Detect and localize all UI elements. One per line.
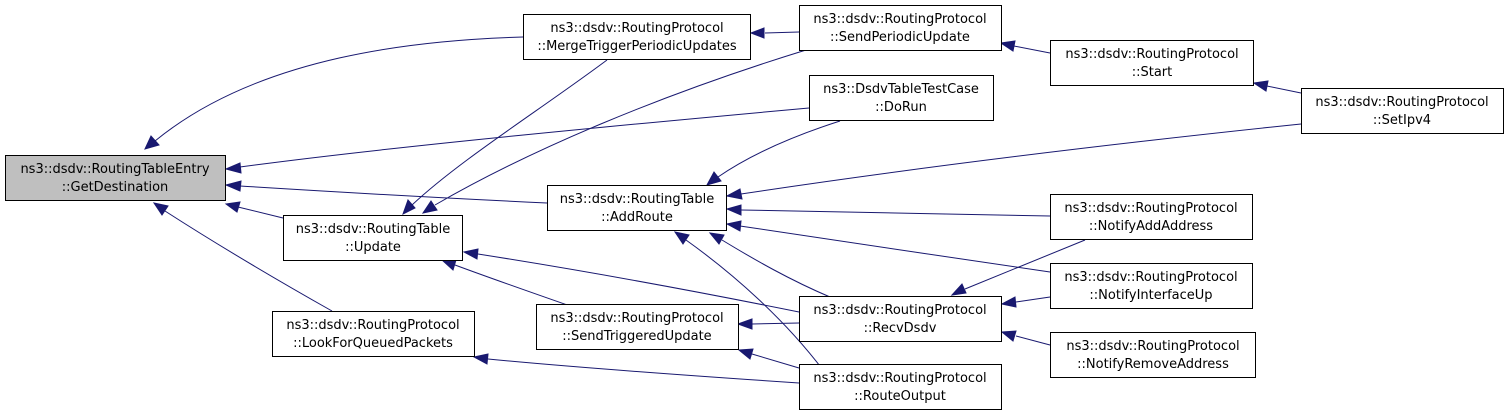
node-line1: ns3::dsdv::RoutingProtocol — [1064, 201, 1237, 216]
node-routingtable-addroute[interactable]: ns3::dsdv::RoutingTable ::AddRoute — [547, 185, 727, 231]
edge-notifyremove-to-recvdsdv — [1000, 330, 1051, 346]
edge-dorun-to-getdest — [224, 107, 810, 174]
node-line1: ns3::dsdv::RoutingProtocol — [813, 371, 986, 386]
node-routingprotocol-start[interactable]: ns3::dsdv::RoutingProtocol ::Start — [1050, 40, 1254, 86]
node-line2: ::Update — [345, 240, 401, 255]
edge-notifyup-to-recvdsdv — [1000, 296, 1051, 308]
node-routingprotocol-routeoutput[interactable]: ns3::dsdv::RoutingProtocol ::RouteOutput — [799, 364, 1002, 410]
edge-notifyadd-to-addroute — [725, 204, 1051, 217]
node-routingprotocol-sendtriggeredupdate[interactable]: ns3::dsdv::RoutingProtocol ::SendTrigger… — [536, 304, 739, 350]
node-dsdvtabletestcase-dorun[interactable]: ns3::DsdvTableTestCase ::DoRun — [809, 75, 994, 121]
node-line1: ns3::dsdv::RoutingTable — [560, 192, 715, 207]
node-line1: ns3::dsdv::RoutingProtocol — [813, 303, 986, 318]
node-line2: ::NotifyInterfaceUp — [1089, 288, 1212, 303]
edge-routeoutput-to-sendtriggered — [737, 348, 800, 369]
node-line1: ns3::dsdv::RoutingProtocol — [286, 318, 459, 333]
edge-sendperiodic-to-merge — [749, 27, 800, 39]
edge-dorun-to-addroute — [705, 120, 841, 186]
node-routingtableentry-getdestination[interactable]: ns3::dsdv::RoutingTableEntry ::GetDestin… — [5, 155, 226, 201]
node-line2: ::RecvDsdv — [864, 321, 937, 336]
node-line2: ::SendPeriodicUpdate — [830, 30, 970, 45]
node-line2: ::RouteOutput — [854, 389, 946, 404]
node-line2: ::AddRoute — [601, 210, 673, 225]
node-line2: ::GetDestination — [62, 180, 169, 195]
node-line2: ::NotifyAddAddress — [1089, 219, 1213, 234]
node-line1: ns3::dsdv::RoutingProtocol — [550, 311, 723, 326]
node-routingprotocol-sendperiodicupdate[interactable]: ns3::dsdv::RoutingProtocol ::SendPeriodi… — [799, 5, 1002, 51]
edge-recvdsdv-to-update — [462, 248, 800, 313]
node-routingprotocol-notifyaddaddress[interactable]: ns3::dsdv::RoutingProtocol ::NotifyAddAd… — [1050, 194, 1253, 240]
node-routingprotocol-mergetriggerperiodicupdates[interactable]: ns3::dsdv::RoutingProtocol ::MergeTrigge… — [523, 14, 751, 60]
edge-merge-to-update — [402, 59, 608, 216]
node-line2: ::Start — [1132, 65, 1173, 80]
node-line2: ::DoRun — [875, 100, 927, 115]
node-line1: ns3::dsdv::RoutingProtocol — [550, 21, 723, 36]
edge-notifyadd-to-recvdsdv — [950, 239, 1086, 296]
edge-recvdsdv-to-sendtriggered — [736, 318, 800, 330]
node-routingprotocol-notifyinterfaceup[interactable]: ns3::dsdv::RoutingProtocol ::NotifyInter… — [1050, 263, 1253, 309]
edge-notifyup-to-addroute — [725, 220, 1051, 273]
edge-sendperiodic-to-update — [421, 49, 807, 214]
node-line1: ns3::dsdv::RoutingProtocol — [1064, 270, 1237, 285]
edge-recvdsdv-to-addroute — [708, 232, 831, 298]
edge-start-to-sendperiodic — [999, 40, 1051, 54]
edge-setipv4-to-addroute — [725, 123, 1302, 200]
edges — [144, 27, 1302, 384]
node-line2: ::MergeTriggerPeriodicUpdates — [537, 39, 737, 54]
node-line2: ::SetIpv4 — [1373, 113, 1431, 128]
edge-addroute-to-getdest — [224, 180, 548, 204]
edge-routeoutput-to-addroute — [673, 231, 824, 371]
node-line2: ::LookForQueuedPackets — [293, 336, 453, 351]
edge-merge-to-getdest — [144, 36, 524, 150]
node-line1: ns3::dsdv::RoutingTableEntry — [20, 162, 209, 177]
nodes: ns3::dsdv::RoutingTableEntry ::GetDestin… — [5, 5, 1504, 410]
edge-update-to-getdest — [224, 201, 284, 219]
node-line1: ns3::DsdvTableTestCase — [823, 82, 979, 97]
node-line1: ns3::dsdv::RoutingProtocol — [1066, 339, 1239, 354]
node-line1: ns3::dsdv::RoutingProtocol — [1315, 95, 1488, 110]
node-line1: ns3::dsdv::RoutingProtocol — [813, 12, 986, 27]
edge-lookfor-to-getdest — [152, 202, 333, 312]
node-routingprotocol-notifyremoveaddress[interactable]: ns3::dsdv::RoutingProtocol ::NotifyRemov… — [1050, 332, 1256, 378]
node-routingprotocol-setipv4[interactable]: ns3::dsdv::RoutingProtocol ::SetIpv4 — [1301, 88, 1504, 134]
node-line2: ::NotifyRemoveAddress — [1077, 357, 1229, 372]
edge-sendtriggered-to-update — [440, 259, 574, 308]
node-routingprotocol-lookforqueuedpackets[interactable]: ns3::dsdv::RoutingProtocol ::LookForQueu… — [272, 311, 475, 357]
node-line1: ns3::dsdv::RoutingProtocol — [1065, 47, 1238, 62]
node-line2: ::SendTriggeredUpdate — [562, 329, 711, 344]
node-routingtable-update[interactable]: ns3::dsdv::RoutingTable ::Update — [283, 215, 463, 261]
node-line1: ns3::dsdv::RoutingTable — [296, 222, 451, 237]
node-routingprotocol-recvdsdv[interactable]: ns3::dsdv::RoutingProtocol ::RecvDsdv — [799, 296, 1002, 342]
edge-routeoutput-to-lookfor — [472, 353, 800, 384]
edge-setipv4-to-start — [1252, 80, 1302, 94]
